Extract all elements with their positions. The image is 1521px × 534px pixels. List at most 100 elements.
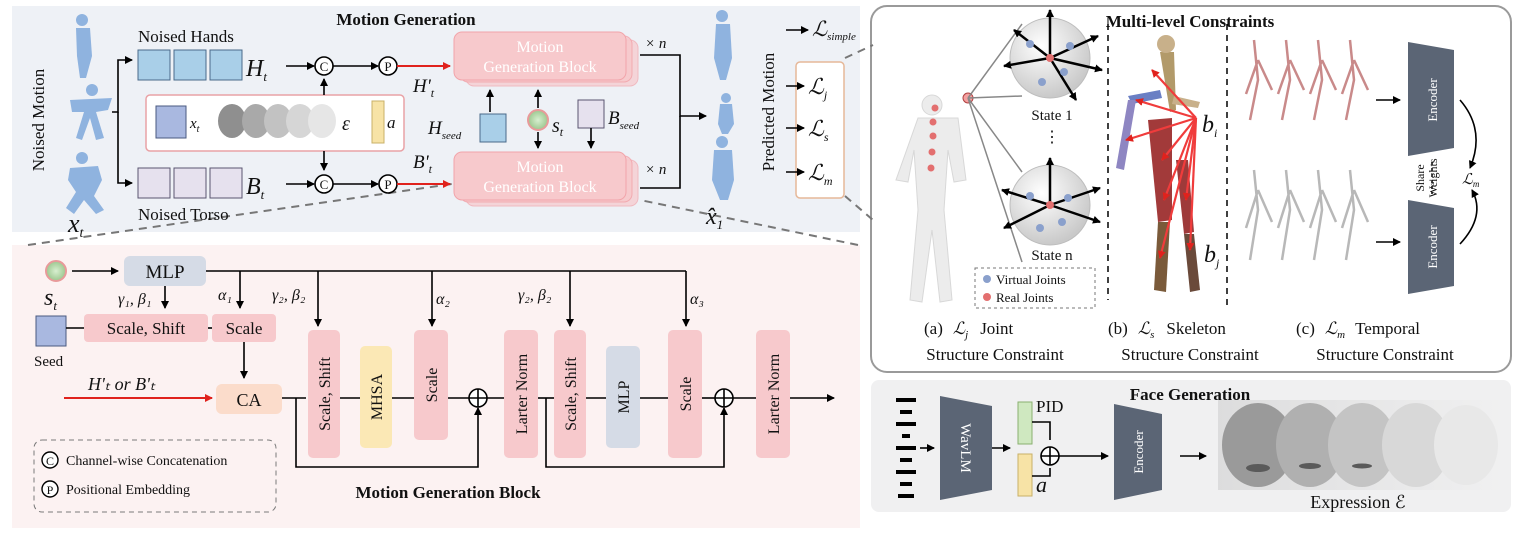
legend-virtual-joints: Virtual Joints (996, 272, 1066, 287)
noised-motion-figures (66, 14, 112, 214)
alpha3: α₃ (690, 291, 704, 308)
encoder-top: Encoder (1408, 42, 1454, 156)
face-a-label: a (1036, 472, 1047, 497)
staten-label: State n (1031, 248, 1073, 264)
svg-text:MLP: MLP (616, 380, 633, 413)
share-weights-label: Share Weights (1413, 158, 1440, 197)
cond-a-token (371, 100, 385, 144)
v-mlp: MLP (606, 346, 640, 448)
v-norm-1: Larter Norm (504, 330, 538, 458)
s-t-label: st (552, 115, 564, 139)
gamma2-beta2-b: γ₂, β₂ (518, 287, 552, 304)
block-input-label: H'ₜ or B'ₜ (87, 374, 156, 394)
b-seed-token (577, 99, 605, 129)
ca-label: CA (236, 390, 261, 410)
legend-concat-symbol: C (46, 454, 54, 468)
ca-box (216, 384, 282, 414)
svg-text:Encoder: Encoder (1425, 78, 1440, 122)
face-generation-title: Face Generation (1130, 385, 1251, 404)
b-seed-label: Bseed (608, 108, 640, 132)
expression-faces (1218, 400, 1500, 490)
a-token (1017, 453, 1033, 497)
multi-level-title: Multi-level Constraints (1106, 12, 1275, 31)
times-n-bottom: × n (645, 162, 666, 178)
gamma1-beta1: γ₁, β₁ (118, 291, 151, 308)
b-i-label: bi (1202, 112, 1217, 140)
scale-h-label: Scale (226, 319, 263, 338)
zoom-line-top (844, 44, 874, 59)
v-mhsa: MHSA (360, 346, 392, 448)
h-prime-label: H't (412, 76, 435, 100)
svg-text:Scale, Shift: Scale, Shift (317, 357, 334, 431)
noised-torso-tokens (137, 167, 243, 199)
svg-text:Larter Norm: Larter Norm (514, 353, 531, 434)
audio-waveform (896, 398, 916, 498)
alpha2: α₂ (436, 291, 450, 308)
skeleton-arrows (1125, 69, 1198, 259)
v-scale-2: Scale (668, 330, 702, 458)
x-hat-label: x̂1 (705, 204, 723, 232)
state1-label: State 1 (1031, 108, 1072, 124)
s-t-circle (527, 109, 549, 131)
mlp-top-label: MLP (145, 262, 184, 283)
real-joints-a (927, 104, 939, 172)
b-j-label: bj (1204, 242, 1220, 270)
b-prime-label: B't (413, 152, 433, 176)
svg-text:Larter Norm: Larter Norm (766, 353, 783, 434)
zoom-line-bottom (844, 195, 874, 221)
svg-text:Encoder: Encoder (1131, 430, 1146, 474)
legend-real-joints: Real Joints (996, 290, 1053, 305)
svg-text:WavLM: WavLM (957, 423, 973, 473)
block-detail-title: Motion Generation Block (355, 483, 541, 502)
noised-motion-label: Noised Motion (29, 68, 48, 171)
block-s-t-label: st (44, 285, 57, 313)
noised-hands-label: Noised Hands (138, 27, 234, 46)
caption-b-line2: Structure Constraint (1121, 345, 1259, 364)
svg-text:Predicted Motion: Predicted Motion (759, 52, 778, 171)
loss-m: ℒm (808, 160, 833, 188)
v-scale-shift-1: Scale, Shift (308, 330, 340, 458)
encoder-bottom: Encoder (1408, 200, 1454, 294)
temporal-sequence-top (1244, 39, 1370, 121)
motion-generation-title: Motion Generation (336, 10, 476, 29)
svg-text:Scale, Shift: Scale, Shift (563, 357, 580, 431)
svg-text:C: C (320, 59, 329, 74)
zoom-line-left (27, 183, 453, 246)
mlp-top (124, 256, 206, 286)
scale-shift-h (84, 314, 208, 342)
wavlm-box: WavLM (940, 396, 992, 500)
loss-simple: ℒsimple (812, 17, 856, 43)
staten-sphere (1001, 157, 1101, 246)
svg-text:C: C (320, 177, 329, 192)
scale-shift-h-label: Scale, Shift (107, 319, 186, 338)
svg-text:Encoder: Encoder (1425, 225, 1440, 269)
noised-hands-tokens (137, 49, 243, 81)
alpha1: α₁ (218, 287, 232, 304)
cond-xt-token (155, 105, 187, 139)
svg-text:P: P (384, 177, 391, 192)
block-legend (33, 439, 277, 513)
legend-pos-symbol: P (47, 483, 54, 497)
x-t-label: xt (67, 209, 85, 241)
pos-symbol-bottom: P (378, 174, 398, 194)
pos-symbol-top: P (378, 56, 398, 76)
seed-token (35, 315, 67, 347)
predicted-motion-figures (712, 10, 734, 200)
cond-xt-label: xt (189, 116, 200, 135)
block-s-t-circle (45, 260, 67, 282)
svg-text:Scale: Scale (678, 377, 695, 412)
cond-a-label: a (387, 113, 396, 132)
v-norm-2: Larter Norm (756, 330, 790, 458)
v-scale-1: Scale (414, 330, 448, 440)
state-dots: ⋮ (1044, 129, 1060, 146)
svg-text:Scale: Scale (424, 368, 441, 403)
add-node-2 (714, 388, 734, 408)
concat-symbol-bottom: C (314, 174, 334, 194)
svg-text:Share: Share (1413, 164, 1427, 191)
h-t-label: Ht (245, 56, 267, 84)
svg-text:Noised Motion: Noised Motion (29, 68, 48, 171)
